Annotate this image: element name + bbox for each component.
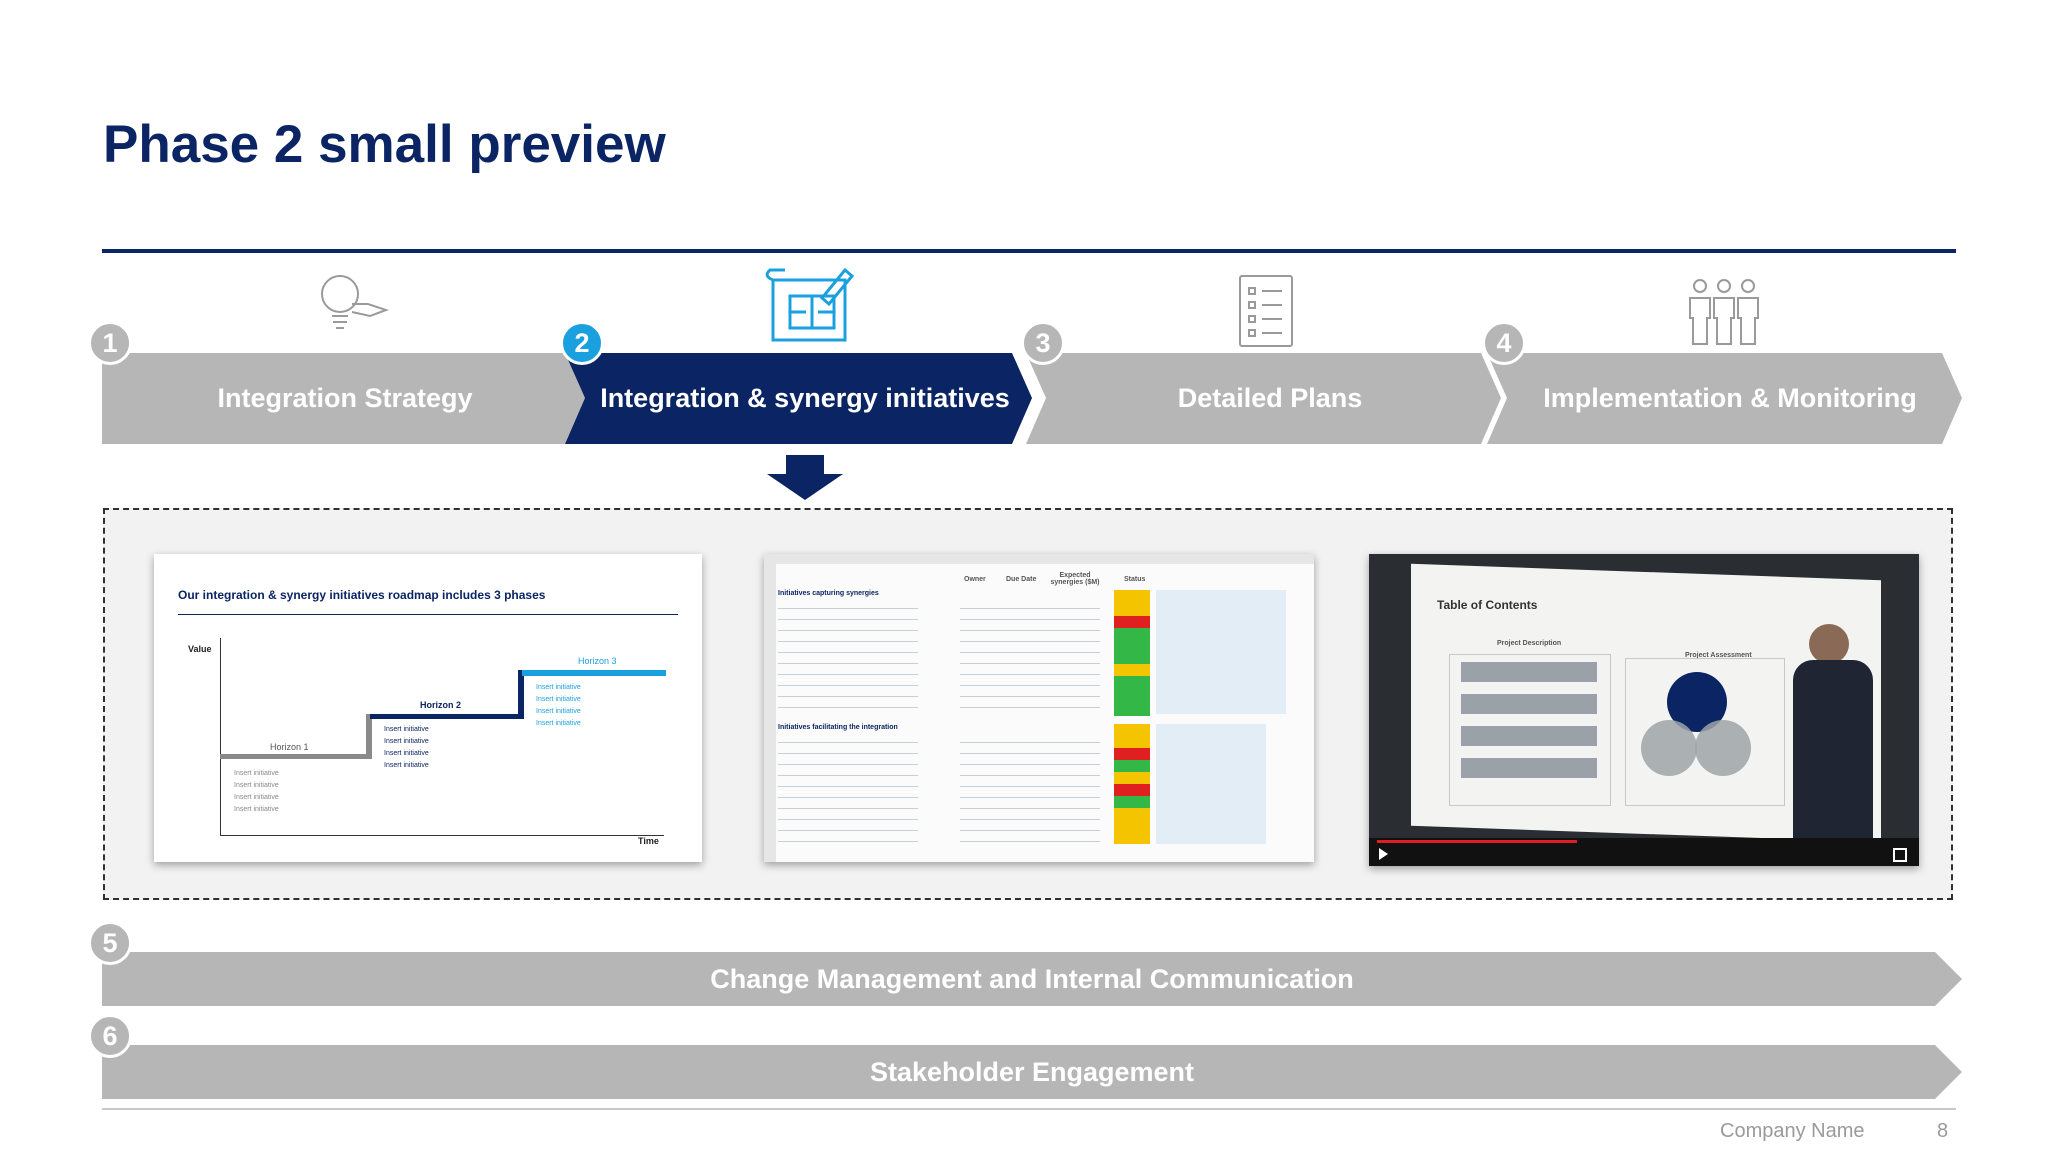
band-6-number: 6 — [88, 1014, 132, 1058]
roadmap-y-label: Value — [188, 644, 212, 654]
tracker-header-due: Due Date — [1006, 576, 1037, 583]
title-divider — [102, 249, 1956, 253]
roadmap-item: Insert initiative — [384, 726, 429, 733]
fullscreen-icon[interactable] — [1893, 848, 1907, 862]
roadmap-item: Insert initiative — [234, 782, 279, 789]
phase-4-chevron — [1487, 353, 1962, 444]
roadmap-item: Insert initiative — [536, 696, 581, 703]
roadmap-item: Insert initiative — [536, 708, 581, 715]
roadmap-x-label: Time — [638, 836, 659, 846]
phase-1-number: 1 — [88, 321, 132, 365]
roadmap-item: Insert initiative — [384, 738, 429, 745]
roadmap-item: Insert initiative — [234, 806, 279, 813]
slide-title: Phase 2 small preview — [103, 115, 666, 174]
preview-panel: Our integration & synergy initiatives ro… — [103, 508, 1953, 900]
tracker-header-status: Status — [1124, 576, 1146, 583]
horizon-3-label: Horizon 3 — [578, 656, 617, 666]
phase-4-label[interactable]: Implementation & Monitoring — [1543, 383, 1917, 413]
footer-divider — [102, 1108, 1956, 1110]
phase-3-number: 3 — [1021, 321, 1065, 365]
phase-3-label[interactable]: Detailed Plans — [1177, 383, 1363, 413]
band-5-number: 5 — [88, 921, 132, 965]
roadmap-item: Insert initiative — [536, 684, 581, 691]
phase-3-chevron — [1026, 353, 1501, 444]
roadmap-title: Our integration & synergy initiatives ro… — [178, 588, 546, 602]
phase-1-chevron — [102, 353, 585, 444]
tracker-header-owner: Owner — [964, 576, 986, 583]
tracker-section-1: Initiatives capturing synergies — [778, 590, 879, 597]
band-5-label[interactable]: Change Management and Internal Communica… — [710, 963, 1354, 994]
video-slide-title: Table of Contents — [1437, 598, 1538, 612]
roadmap-item: Insert initiative — [384, 762, 429, 769]
phase-2-chevron — [565, 353, 1032, 444]
phase-4-number: 4 — [1482, 321, 1526, 365]
video-thumbnail[interactable]: Table of Contents Project Description Pr… — [1369, 554, 1919, 866]
roadmap-item: Insert initiative — [234, 794, 279, 801]
down-arrow — [767, 455, 843, 500]
phase-1-label[interactable]: Integration Strategy — [217, 383, 473, 413]
checklist-icon — [1239, 275, 1293, 347]
roadmap-item: Insert initiative — [384, 750, 429, 757]
phase-2-number: 2 — [560, 321, 604, 365]
roadmap-item: Insert initiative — [536, 720, 581, 727]
lightbulb-icon — [321, 275, 389, 329]
phase-2-label[interactable]: Integration & synergy initiatives — [600, 383, 1010, 413]
tracker-header-synergies: Expected synergies ($M) — [1050, 572, 1100, 586]
band-6-label[interactable]: Stakeholder Engagement — [869, 1056, 1195, 1087]
page-number: 8 — [1937, 1120, 1949, 1142]
play-icon[interactable] — [1379, 848, 1388, 860]
roadmap-thumbnail[interactable]: Our integration & synergy initiatives ro… — [154, 554, 702, 862]
blueprint-icon — [765, 267, 855, 342]
phase-chevrons — [102, 267, 1962, 500]
footer-company: Company Name — [1720, 1120, 1865, 1142]
horizon-2-label: Horizon 2 — [420, 700, 462, 710]
video-col1: Project Description — [1497, 640, 1562, 647]
tracker-thumbnail[interactable]: Owner Due Date Expected synergies ($M) S… — [764, 554, 1314, 862]
team-icon — [1689, 279, 1759, 345]
video-col2: Project Assessment — [1685, 652, 1752, 659]
roadmap-item: Insert initiative — [234, 770, 279, 777]
horizon-1-label: Horizon 1 — [270, 742, 309, 752]
tracker-section-2: Initiatives facilitating the integration — [778, 724, 898, 731]
